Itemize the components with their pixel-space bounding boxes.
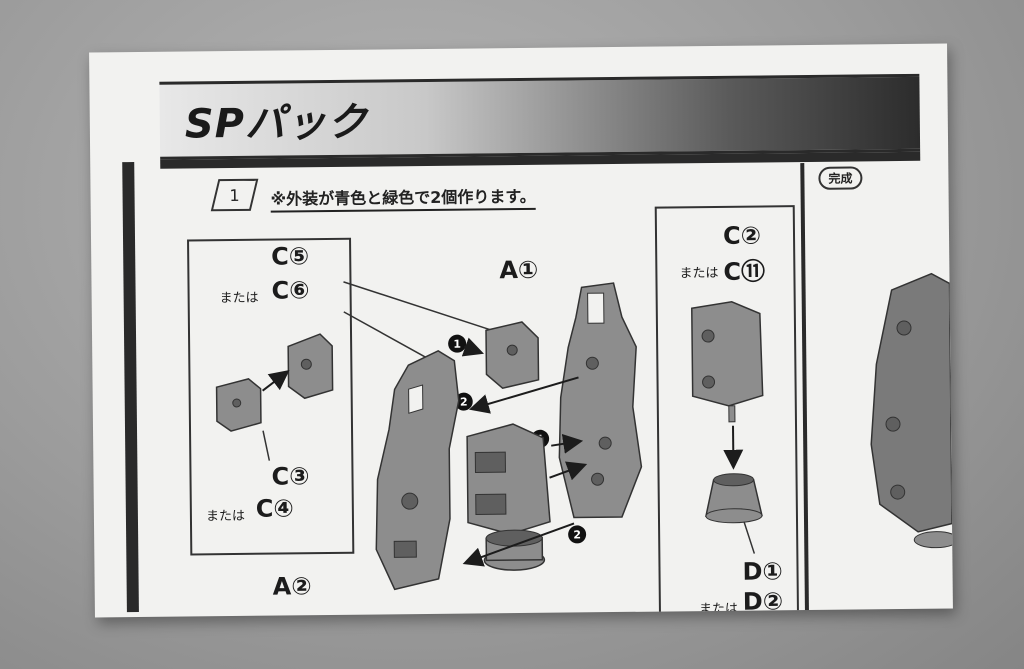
arrow-1a bbox=[461, 337, 484, 357]
part-complete bbox=[870, 272, 953, 549]
part-d1 bbox=[705, 473, 763, 524]
part-c2 bbox=[691, 301, 764, 423]
leader-c3 bbox=[262, 430, 271, 461]
part-c5-cube bbox=[485, 321, 540, 390]
part-middle-block bbox=[466, 423, 551, 535]
leader-c6 bbox=[343, 311, 433, 362]
arrow-inset bbox=[262, 370, 290, 392]
part-c3-inset bbox=[215, 378, 262, 432]
part-base-left bbox=[483, 529, 546, 571]
arrow-1b bbox=[551, 433, 584, 454]
part-c6-inset bbox=[287, 333, 334, 400]
part-a1 bbox=[558, 282, 643, 519]
arrow-2b bbox=[462, 522, 575, 567]
parts-illustration bbox=[215, 272, 953, 591]
leader-c5 bbox=[343, 281, 493, 332]
leader-d1 bbox=[743, 521, 756, 554]
arrow-1c bbox=[549, 461, 588, 481]
part-a2 bbox=[375, 350, 460, 591]
instruction-sheet: SPパック 1 ※外装が青色と緑色で2個作ります。 完成 C⑤ または C⑥ C… bbox=[89, 43, 953, 618]
arrow-2a bbox=[468, 376, 579, 414]
